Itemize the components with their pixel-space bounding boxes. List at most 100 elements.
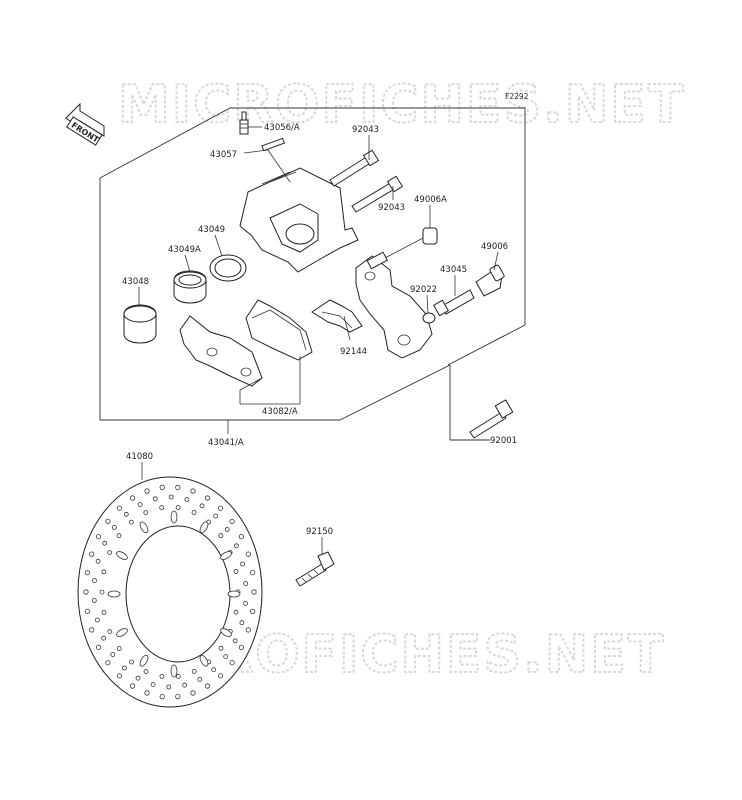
disc-hole — [89, 627, 95, 633]
caliper-mount-bolt-part — [469, 399, 514, 439]
sleeve-part — [432, 289, 475, 317]
disc-hole — [197, 677, 203, 682]
piston-part — [123, 304, 157, 344]
pin-boot-part — [475, 264, 505, 297]
disc-hole — [102, 540, 108, 546]
part-label-92144: 92144 — [340, 347, 367, 357]
disc-vent — [107, 590, 121, 598]
disc-hole — [238, 534, 244, 540]
disc-vent — [170, 510, 178, 524]
part-label-92001: 92001 — [490, 436, 517, 446]
part-label-43056a: 43056/A — [264, 123, 300, 133]
disc-hole — [137, 502, 143, 508]
disc-hole — [238, 644, 244, 650]
pin-bolt-upper-part — [329, 149, 380, 187]
disc-hole — [204, 683, 210, 689]
part-label-92043-upper: 92043 — [352, 125, 379, 135]
disc-hole — [84, 608, 91, 614]
part-label-43048: 43048 — [122, 277, 149, 287]
disc-vent — [220, 551, 232, 560]
disc-hole — [143, 669, 149, 674]
disc-hole — [116, 646, 122, 651]
disc-vent — [116, 551, 128, 560]
disc-hole — [110, 652, 116, 657]
disc-hole — [150, 682, 156, 687]
disc-hole — [213, 513, 219, 519]
disc-vent — [220, 628, 232, 637]
watermark-top: MICROFICHES.NET — [118, 75, 685, 135]
disc-hole — [223, 654, 229, 659]
disc-hole — [245, 627, 251, 633]
disc-hole — [191, 669, 197, 674]
disc-hole — [107, 629, 113, 634]
disc-hole — [245, 551, 251, 557]
pin-bolt-lower-part — [351, 175, 404, 213]
part-label-41080: 41080 — [126, 452, 153, 462]
disc-hole — [84, 570, 91, 576]
disc-hole — [135, 675, 141, 681]
piston-seal-part — [209, 254, 247, 282]
disc-hole — [159, 674, 165, 679]
disc-hole — [105, 660, 111, 666]
part-label-92043-lower: 92043 — [378, 203, 405, 213]
o-ring-part — [422, 312, 436, 324]
dust-seal-part — [173, 270, 207, 304]
disc-hole — [175, 674, 181, 679]
disc-hole — [211, 667, 217, 673]
dust-boot-part — [384, 227, 438, 259]
part-label-92150: 92150 — [306, 527, 333, 537]
disc-hole — [111, 525, 117, 530]
part-label-49006: 49006 — [481, 242, 508, 252]
part-label-43049a: 43049A — [168, 245, 201, 255]
disc-hole — [250, 608, 256, 614]
disc-hole — [143, 510, 149, 515]
disc-hole — [251, 589, 257, 595]
disc-hole — [89, 551, 95, 557]
disc-hole — [243, 601, 248, 606]
disc-hole — [122, 665, 127, 671]
disc-hole — [240, 561, 246, 567]
disc-hole — [144, 488, 150, 494]
disc-vent — [170, 664, 178, 678]
disc-hole — [116, 533, 122, 539]
part-label-49006a: 49006A — [414, 195, 447, 205]
disc-hole — [152, 496, 158, 502]
disc-hole — [159, 484, 165, 490]
disc-hole — [123, 511, 129, 517]
disc-hole — [233, 609, 239, 615]
disc-vent — [227, 590, 241, 598]
disc-bolt-part — [295, 551, 335, 587]
disc-vent — [116, 628, 128, 637]
pad-spring-part — [311, 299, 363, 333]
disc-hole — [101, 569, 107, 575]
disc-hole — [175, 505, 181, 511]
pad-pin-part — [261, 137, 286, 152]
disc-hole — [204, 495, 210, 501]
disc-hole — [190, 488, 196, 494]
disc-hole — [191, 510, 197, 515]
disc-hole — [218, 673, 224, 679]
disc-hole — [96, 534, 102, 540]
caliper-bracket-part — [355, 251, 433, 359]
disc-hole — [182, 682, 188, 688]
disc-hole — [224, 527, 230, 532]
disc-hole — [130, 683, 136, 689]
part-label-43045: 43045 — [440, 265, 467, 275]
front-arrow-icon: FRONT — [65, 102, 105, 146]
disc-hole — [233, 569, 239, 574]
part-label-43082a: 43082/A — [262, 407, 298, 417]
part-label-43049: 43049 — [198, 225, 225, 235]
brake-pad-rear-part — [245, 299, 313, 361]
brake-disc-part — [77, 476, 263, 708]
part-label-43041a: 43041/A — [208, 438, 244, 448]
disc-hole — [184, 496, 190, 502]
disc-hole — [144, 690, 150, 696]
disc-hole — [83, 589, 89, 595]
disc-hole — [199, 503, 205, 509]
brake-pad-front-part — [179, 315, 263, 387]
disc-hole — [175, 484, 181, 490]
disc-hole — [95, 617, 100, 623]
caliper-body-part — [239, 167, 359, 273]
disc-hole — [218, 645, 224, 651]
disc-hole — [175, 693, 181, 700]
